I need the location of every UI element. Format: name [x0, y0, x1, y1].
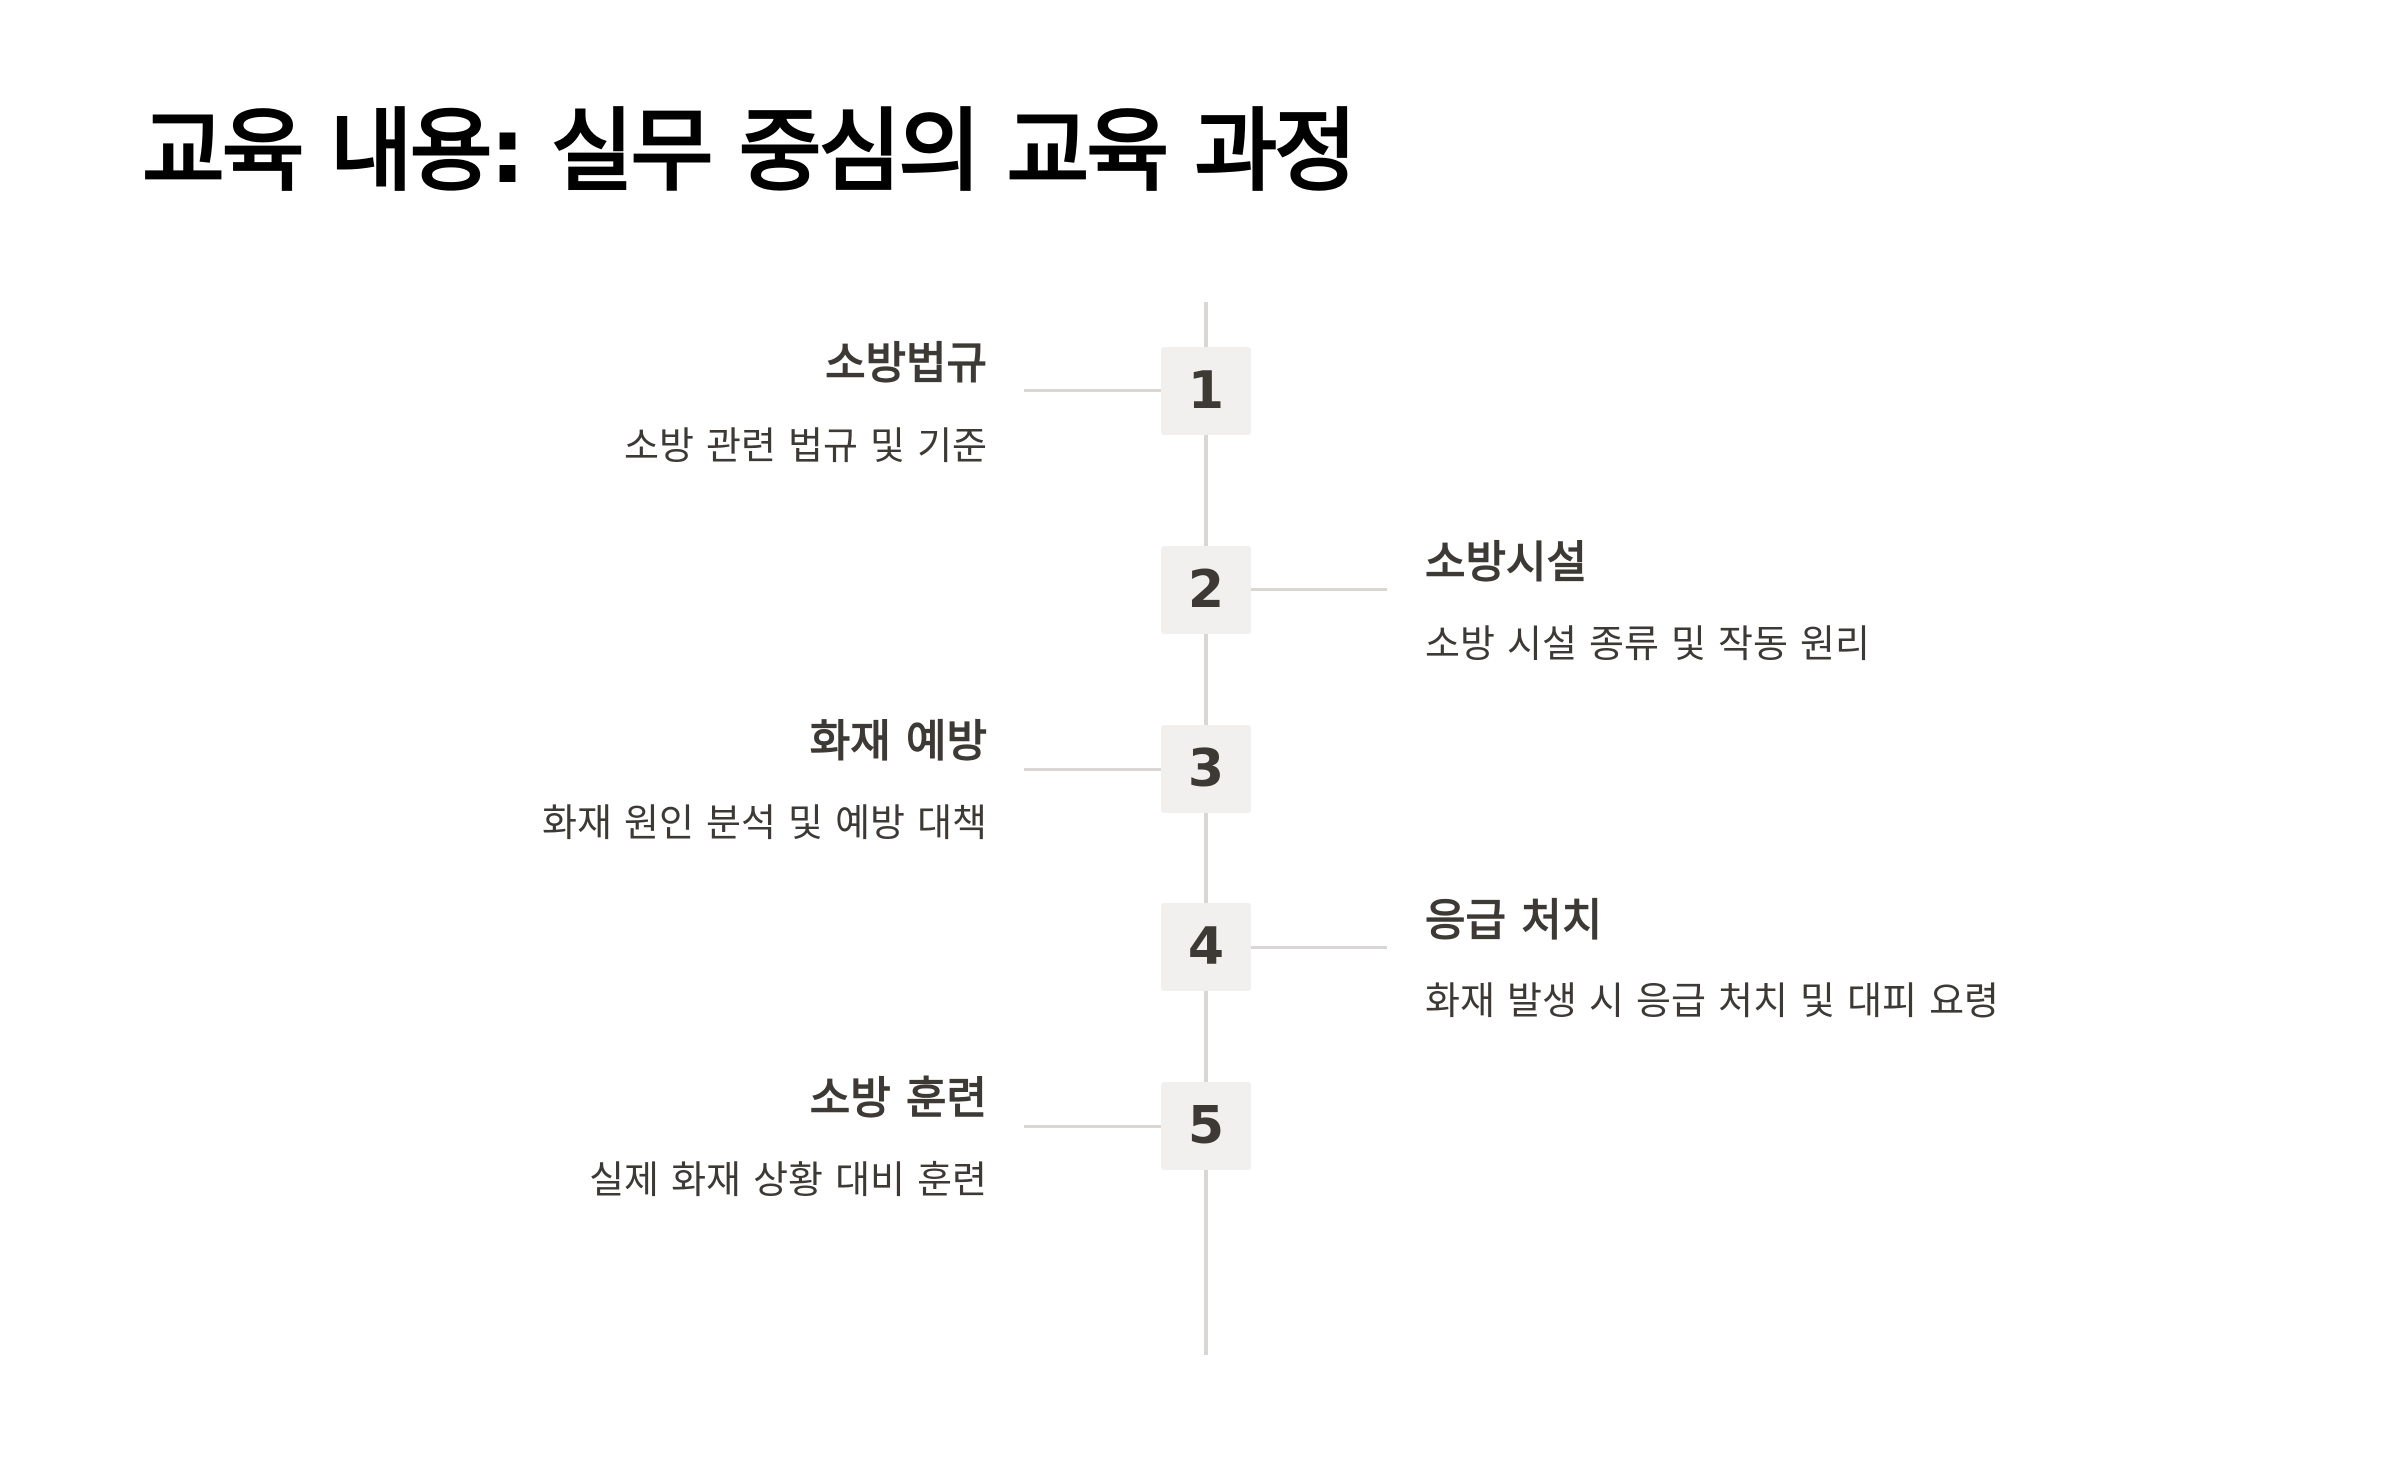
step-5-number-box: 5	[1161, 1082, 1251, 1170]
step-3-heading: 화재 예방	[809, 716, 987, 767]
step-1-number-box: 1	[1161, 347, 1251, 435]
step-4-heading: 응급 처치	[1425, 895, 1603, 946]
step-1-description: 소방 관련 법규 및 기준	[624, 424, 987, 468]
page-title: 교육 내용: 실무 중심의 교육 과정	[142, 99, 1357, 204]
step-5-connector	[1024, 1125, 1162, 1128]
step-2-number-box: 2	[1161, 546, 1251, 634]
step-5-description: 실제 화재 상황 대비 훈련	[589, 1158, 987, 1202]
step-2-connector	[1250, 588, 1387, 591]
step-4-description: 화재 발생 시 응급 처치 및 대피 요령	[1425, 979, 1999, 1023]
step-4-connector	[1250, 946, 1387, 949]
step-3-number-box: 3	[1161, 725, 1251, 813]
step-2-heading: 소방시설	[1425, 537, 1587, 588]
step-2-description: 소방 시설 종류 및 작동 원리	[1425, 622, 1870, 666]
step-4-number-box: 4	[1161, 903, 1251, 991]
step-5-heading: 소방 훈련	[809, 1073, 987, 1124]
step-3-connector	[1024, 768, 1162, 771]
step-1-connector	[1024, 389, 1162, 392]
step-1-heading: 소방법규	[825, 338, 987, 389]
timeline-axis-line	[1204, 302, 1208, 1355]
step-3-description: 화재 원인 분석 및 예방 대책	[542, 801, 987, 845]
